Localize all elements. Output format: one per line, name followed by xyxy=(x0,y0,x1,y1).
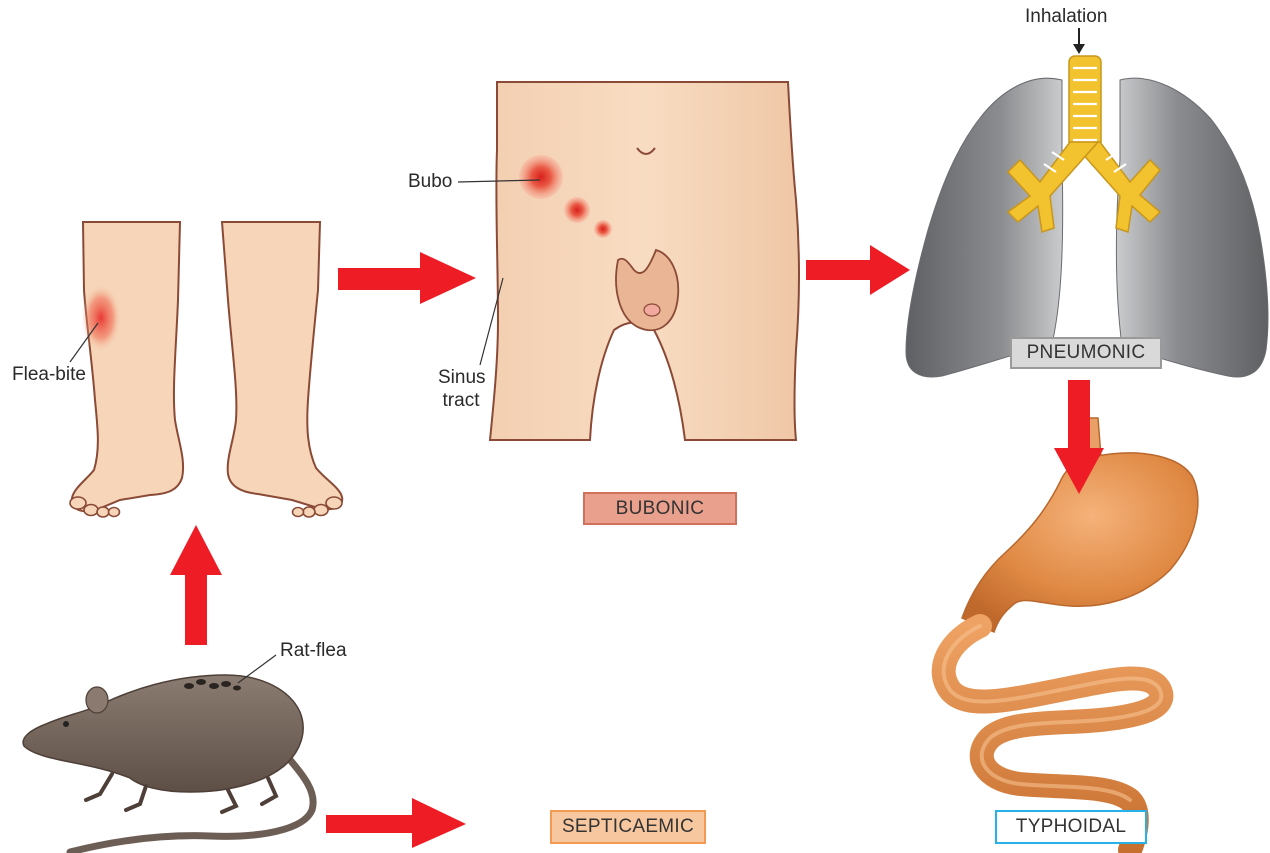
pneumonic-form-box: PNEUMONIC xyxy=(1010,337,1162,369)
rat-body xyxy=(23,675,303,792)
rat-illustration xyxy=(23,655,313,852)
arrow-groin-to-lungs xyxy=(806,245,910,295)
inhalation-label: Inhalation xyxy=(1025,6,1107,28)
sinus-tract-label-line2: tract xyxy=(441,390,481,412)
sinus-tract-label-line1: Sinus xyxy=(438,367,482,389)
septicaemic-form-label: SEPTICAEMIC xyxy=(562,816,694,838)
flea-bite-label: Flea-bite xyxy=(12,364,86,386)
bubonic-form-box: BUBONIC xyxy=(583,492,737,525)
legs-illustration xyxy=(70,222,342,517)
stomach-intestine-illustration xyxy=(944,418,1198,850)
bubo-swelling-2 xyxy=(564,197,590,223)
typhoidal-form-box: TYPHOIDAL xyxy=(995,810,1147,844)
bubo-swelling-1 xyxy=(519,155,563,199)
typhoidal-form-label: TYPHOIDAL xyxy=(1016,816,1126,838)
septicaemic-form-box: SEPTICAEMIC xyxy=(550,810,706,844)
arrow-legs-to-groin xyxy=(338,252,476,304)
right-lung xyxy=(1116,78,1268,377)
rat-eye-icon xyxy=(63,721,69,727)
groin-illustration xyxy=(458,82,799,440)
arrow-rat-to-legs xyxy=(170,525,222,645)
arrow-rat-to-septicaemic xyxy=(326,798,466,848)
rat-ear-icon xyxy=(86,687,108,713)
genital-tip xyxy=(644,304,660,316)
left-lung xyxy=(906,78,1063,377)
flea-bite-lesion xyxy=(81,284,121,352)
torso xyxy=(490,82,799,440)
rat-flea-label: Rat-flea xyxy=(280,640,347,662)
pneumonic-form-label: PNEUMONIC xyxy=(1027,342,1146,364)
bubo-label: Bubo xyxy=(408,171,452,193)
inhalation-arrow-icon xyxy=(1073,28,1085,54)
bubonic-form-label: BUBONIC xyxy=(616,498,705,520)
left-leg xyxy=(72,222,183,511)
right-leg xyxy=(222,222,342,509)
lungs-illustration xyxy=(906,28,1268,377)
bubo-swelling-3 xyxy=(594,220,612,238)
